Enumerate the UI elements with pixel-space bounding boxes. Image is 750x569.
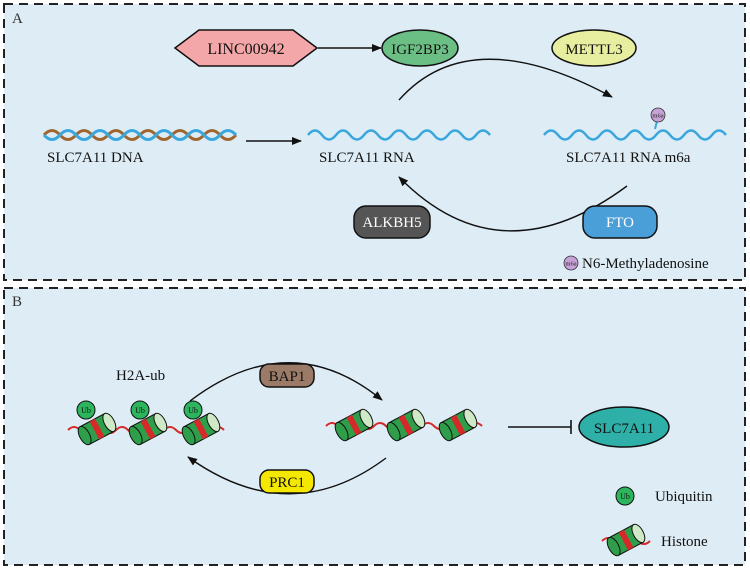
panel-b-letter: B bbox=[12, 294, 22, 310]
ubiquitin-icon-1: Ub bbox=[76, 400, 96, 420]
histone-legend-label: Histone bbox=[661, 534, 708, 550]
svg-text:Ub: Ub bbox=[188, 406, 198, 415]
panel-a-letter: A bbox=[12, 11, 23, 27]
alkbh5-node: ALKBH5 bbox=[353, 205, 431, 239]
alkbh5-label: ALKBH5 bbox=[362, 215, 421, 231]
dna-helix bbox=[42, 129, 238, 141]
igf2bp3-label: IGF2BP3 bbox=[391, 42, 449, 58]
nucleosome-5 bbox=[386, 408, 426, 442]
rna-wave bbox=[307, 129, 491, 141]
rna-label: SLC7A11 RNA bbox=[319, 150, 415, 166]
slc7a11-label: SLC7A11 bbox=[594, 421, 654, 437]
histone-legend-icon bbox=[606, 523, 646, 557]
nucleosome-6 bbox=[438, 408, 478, 442]
bap1-label: BAP1 bbox=[269, 369, 306, 385]
ubiquitin-icon-3: Ub bbox=[183, 400, 203, 420]
dna-label: SLC7A11 DNA bbox=[47, 150, 144, 166]
prc1-node: PRC1 bbox=[259, 469, 315, 494]
arc-methylation bbox=[398, 58, 613, 101]
rna-m6a-label: SLC7A11 RNA m6a bbox=[566, 150, 691, 166]
slc7a11-node: SLC7A11 bbox=[578, 406, 670, 448]
m6a-legend-icon: m6a bbox=[563, 255, 579, 271]
nucleosome-3 bbox=[181, 412, 221, 446]
h2a-ub-label: H2A-ub bbox=[116, 368, 165, 384]
svg-text:m6a: m6a bbox=[565, 261, 576, 268]
fto-label: FTO bbox=[606, 215, 634, 231]
m6a-stem bbox=[654, 120, 658, 130]
svg-text:Ub: Ub bbox=[620, 492, 630, 501]
rna-m6a-wave bbox=[543, 129, 727, 141]
svg-text:m6a: m6a bbox=[652, 113, 663, 120]
bap1-node: BAP1 bbox=[259, 363, 315, 388]
m6a-legend-label: N6-Methyladenosine bbox=[582, 256, 709, 272]
linc00942-label: LINC00942 bbox=[207, 41, 284, 58]
mettl3-node: METTL3 bbox=[551, 29, 637, 67]
linc00942-node: LINC00942 bbox=[173, 29, 319, 67]
fto-node: FTO bbox=[582, 205, 658, 239]
nucleosome-1 bbox=[77, 412, 117, 446]
prc1-label: PRC1 bbox=[269, 475, 305, 491]
nucleosome-4 bbox=[334, 408, 374, 442]
nucleosome-2 bbox=[128, 412, 168, 446]
ubiquitin-legend-icon: Ub bbox=[615, 486, 635, 506]
igf2bp3-node: IGF2BP3 bbox=[381, 29, 459, 67]
ubiquitin-legend-label: Ubiquitin bbox=[655, 489, 713, 505]
svg-text:Ub: Ub bbox=[135, 406, 145, 415]
arc-deubiquitination bbox=[189, 362, 383, 402]
svg-text:Ub: Ub bbox=[81, 406, 91, 415]
mettl3-label: METTL3 bbox=[565, 42, 623, 58]
m6a-mark-icon: m6a bbox=[650, 107, 666, 123]
ubiquitin-icon-2: Ub bbox=[130, 400, 150, 420]
